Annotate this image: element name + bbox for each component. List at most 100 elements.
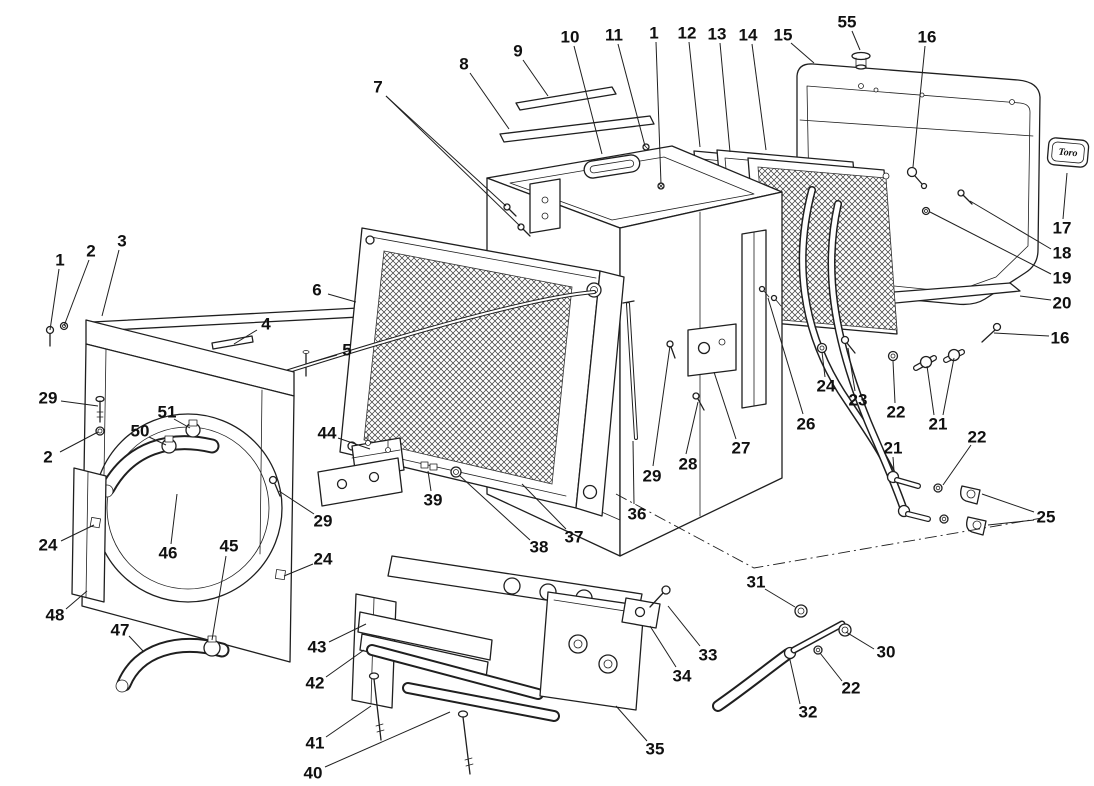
callout-15: 15 [774, 26, 793, 45]
side-bracket-48 [71, 467, 107, 603]
leader-line-45 [211, 555, 227, 641]
callout-24c: 24 [314, 550, 333, 569]
leader-line-38 [459, 475, 531, 541]
leader-line-47 [128, 635, 144, 652]
leader-line-44 [337, 437, 371, 450]
leader-line-12 [688, 41, 701, 148]
callout-21a: 21 [929, 415, 948, 434]
leader-line-21b [892, 456, 895, 472]
bolt-16-lower [981, 322, 1002, 343]
leader-line-29b [652, 345, 671, 467]
callout-3: 3 [117, 232, 126, 251]
callout-50: 50 [131, 422, 150, 441]
bolt-33 [649, 585, 671, 608]
callout-8: 8 [459, 55, 468, 74]
support-frame [351, 555, 671, 775]
leader-line-3 [101, 249, 120, 317]
callout-40: 40 [304, 764, 323, 783]
callout-42: 42 [306, 674, 325, 693]
callout-23: 23 [849, 391, 868, 410]
callout-55: 55 [838, 13, 857, 32]
leader-line-37 [521, 483, 567, 530]
fitting-21a [913, 355, 937, 371]
fastener-row [816, 335, 965, 371]
callout-20: 20 [1053, 294, 1072, 313]
callout-29b: 29 [643, 467, 662, 486]
callout-29c: 29 [314, 512, 333, 531]
clamp-51 [185, 419, 201, 438]
screw-18 [957, 189, 973, 205]
callout-24a: 24 [39, 536, 58, 555]
rod-upper [366, 644, 544, 700]
elbow-25a [960, 485, 981, 505]
leader-line-16a [912, 45, 926, 168]
callout-32: 32 [799, 703, 818, 722]
leader-line-28 [685, 401, 699, 455]
radiator-tank-37 [575, 270, 625, 517]
filler-neck [586, 282, 602, 298]
link-34 [621, 597, 661, 629]
callout-1b: 1 [55, 251, 64, 270]
leader-line-42 [325, 649, 365, 678]
leader-line-17 [1062, 172, 1068, 220]
callout-1a: 1 [649, 24, 658, 43]
leader-line-7 [385, 95, 507, 207]
mount-plate [529, 178, 561, 234]
leader-line-5 [308, 354, 338, 364]
callout-48: 48 [46, 606, 65, 625]
leader-line-21a [926, 365, 935, 416]
leader-line-13 [719, 42, 731, 153]
callout-26: 26 [797, 415, 816, 434]
callout-18: 18 [1053, 244, 1072, 263]
callout-33: 33 [699, 646, 718, 665]
leader-line-16b [993, 332, 1050, 337]
callout-16a: 16 [918, 28, 937, 47]
elbow-25b [966, 516, 987, 536]
callout-34: 34 [673, 667, 692, 686]
leader-line-1b [49, 268, 60, 331]
fitting-16-top [906, 166, 928, 190]
bracket-lower [317, 457, 403, 507]
leader-line-19 [929, 211, 1052, 275]
leader-line-39 [427, 470, 432, 492]
leader-line-43 [328, 623, 367, 643]
leader-line-33 [667, 605, 701, 647]
leader-line-36 [632, 440, 635, 505]
leader-line-21a [942, 357, 955, 416]
leader-line-8 [469, 72, 510, 130]
leader-line-9 [522, 59, 549, 97]
leader-line-18 [969, 200, 1052, 250]
grommet-38 [450, 466, 462, 478]
callout-22c: 22 [842, 679, 861, 698]
callout-4: 4 [261, 315, 271, 334]
leader-line-2b [59, 431, 99, 453]
callout-30: 30 [877, 643, 896, 662]
channel-43 [357, 611, 493, 661]
leader-line-55 [851, 30, 861, 51]
bolt-41a [368, 672, 385, 741]
bolt-29-left [95, 395, 105, 423]
nut-24-right [274, 569, 286, 581]
callout-37: 37 [565, 528, 584, 547]
strip-4 [211, 335, 254, 350]
bolt-28 [692, 392, 705, 411]
screws-26 [758, 285, 782, 307]
leader-line-1a [655, 41, 662, 185]
leader-line-25 [987, 519, 1035, 526]
rod-36 [622, 300, 638, 440]
handle-10 [583, 154, 641, 179]
leader-line-35 [615, 705, 648, 742]
callout-27: 27 [732, 439, 751, 458]
callout-31: 31 [747, 573, 766, 592]
callout-16b: 16 [1051, 329, 1070, 348]
callout-41: 41 [306, 734, 325, 753]
callout-38: 38 [530, 538, 549, 557]
callout-28: 28 [679, 455, 698, 474]
callout-9: 9 [513, 42, 522, 61]
leader-line-23 [847, 347, 856, 392]
rod-40 [402, 682, 560, 722]
fan-shroud [45, 319, 295, 693]
leader-line-24b [821, 351, 826, 378]
